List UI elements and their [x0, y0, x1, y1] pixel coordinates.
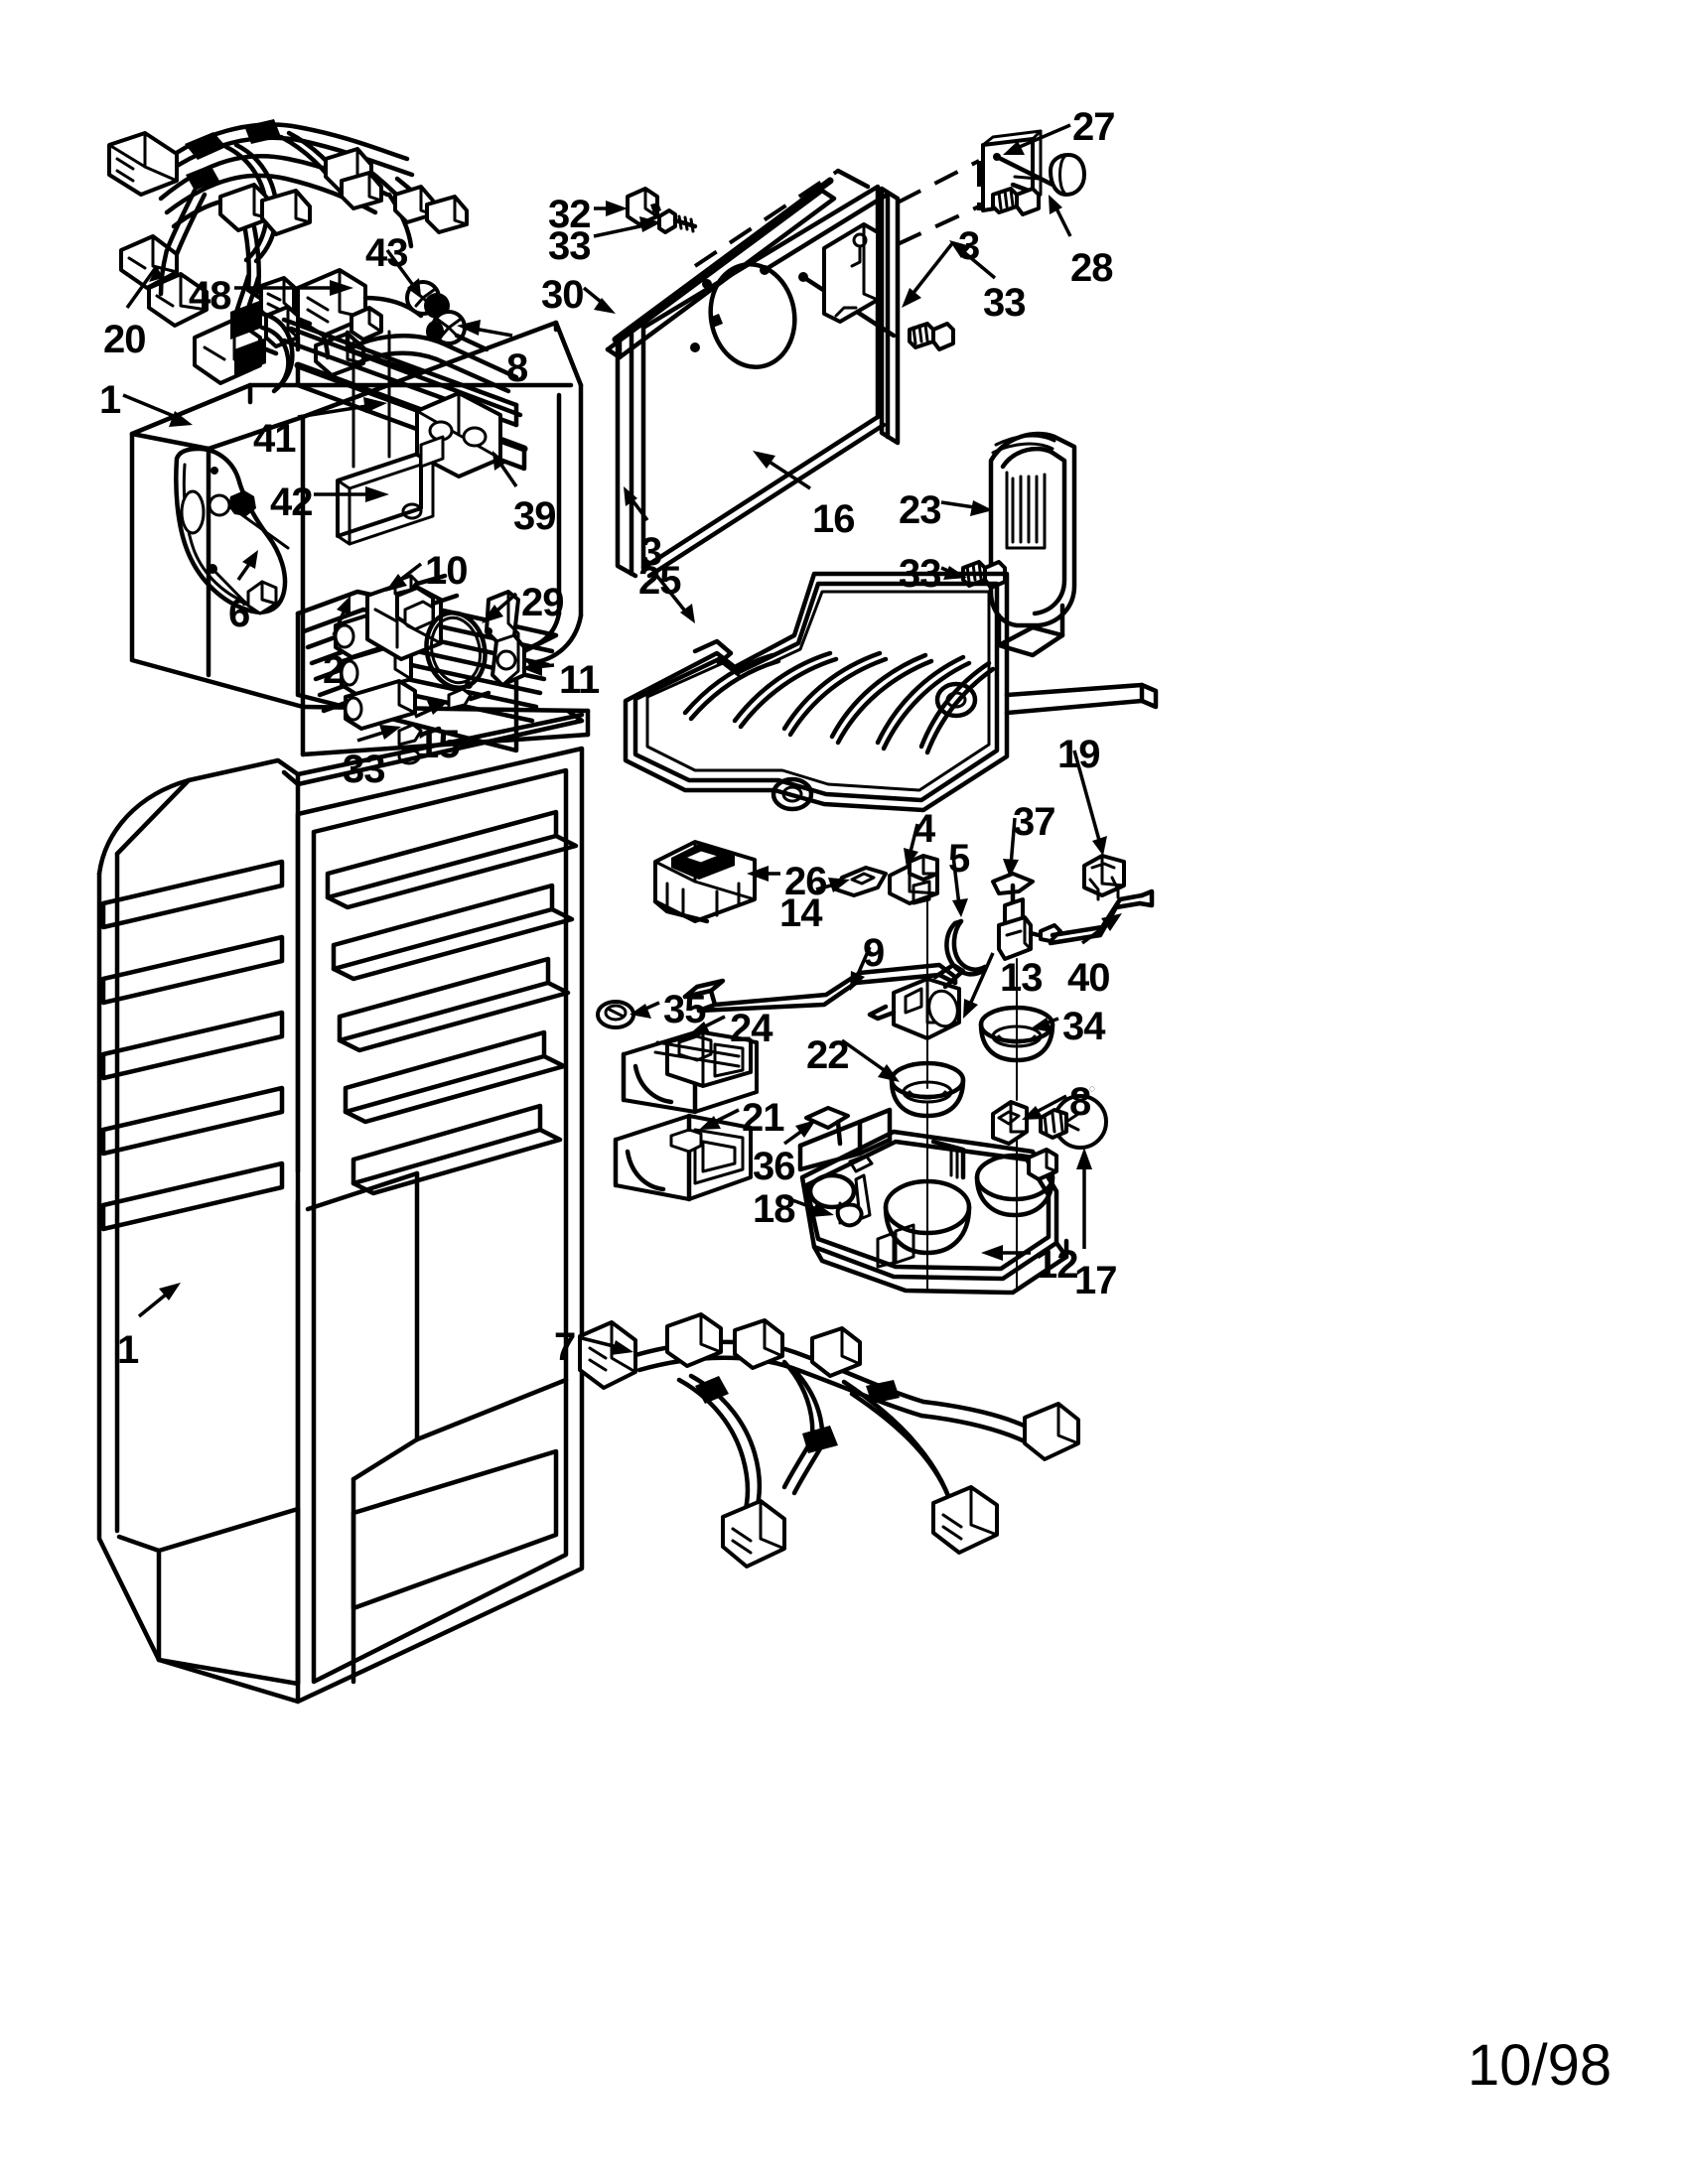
callout-25: 25 — [638, 559, 681, 603]
callout-23: 23 — [899, 488, 941, 532]
callout-19: 19 — [1057, 733, 1100, 776]
callout-37: 37 — [1013, 800, 1055, 844]
housing-24-art — [596, 1000, 759, 1202]
callout-35: 35 — [663, 988, 706, 1031]
callout-6: 6 — [228, 592, 250, 635]
callout-16: 16 — [812, 497, 855, 541]
callout-20: 20 — [103, 318, 146, 361]
wire-harness-lower-art — [578, 1312, 1080, 1569]
callout-2: 2 — [323, 648, 345, 692]
callout-39: 39 — [513, 494, 556, 538]
callout-33-right: 33 — [983, 281, 1026, 325]
callout-10: 10 — [425, 549, 468, 593]
callout-14: 14 — [779, 891, 822, 935]
callout-36: 36 — [753, 1145, 795, 1188]
callout-48: 48 — [189, 274, 231, 318]
callout-30: 30 — [541, 273, 584, 317]
callout-21: 21 — [742, 1096, 784, 1140]
hinge-plate-27-art — [897, 129, 1086, 351]
callout-8-top: 8 — [506, 346, 528, 390]
cabinet-liner-upper-art — [129, 320, 591, 757]
callout-17: 17 — [1074, 1259, 1117, 1302]
rear-panel-16-art — [615, 184, 901, 579]
callout-3-lower: 3 — [640, 530, 662, 574]
callout-4: 4 — [913, 807, 935, 851]
callout-43: 43 — [365, 231, 408, 275]
callout-28: 28 — [1070, 246, 1113, 290]
callout-9: 9 — [863, 931, 885, 975]
callout-24: 24 — [730, 1007, 772, 1050]
callout-32: 32 — [548, 193, 591, 236]
callout-27: 27 — [1072, 105, 1115, 149]
callout-12: 12 — [1036, 1243, 1078, 1287]
callout-33-top: 33 — [548, 224, 591, 268]
date-stamp: 10/98 — [1468, 2033, 1613, 2098]
callout-26: 26 — [784, 860, 827, 903]
callout-11: 11 — [559, 658, 600, 702]
callout-29: 29 — [521, 581, 564, 624]
callout-33-lower-left: 33 — [343, 748, 385, 791]
cover-23-art — [961, 431, 1077, 658]
control-deck-art — [295, 391, 559, 765]
leader-lines — [122, 123, 1122, 1355]
relay-26-art — [652, 840, 888, 924]
callout-7: 7 — [554, 1325, 576, 1369]
callout-13: 13 — [1000, 956, 1043, 1000]
callout-1-top: 1 — [99, 378, 121, 422]
callout-22: 22 — [806, 1033, 849, 1077]
callout-33-cover: 33 — [899, 552, 941, 596]
callout-5: 5 — [948, 837, 970, 881]
base-pan-12-art — [797, 1094, 1108, 1296]
small-parts-art — [867, 854, 1155, 1292]
callout-8-bottom: 8 — [1069, 1080, 1091, 1124]
callout-42: 42 — [270, 480, 313, 524]
callout-3-top: 3 — [958, 224, 980, 268]
callout-1-bottom: 1 — [117, 1328, 139, 1372]
drain-pan-25-art — [623, 571, 1159, 1092]
callout-15: 15 — [417, 723, 460, 766]
callout-40: 40 — [1067, 956, 1110, 1000]
cap-32-art — [626, 187, 698, 234]
callout-34: 34 — [1062, 1005, 1105, 1048]
callout-18: 18 — [753, 1187, 795, 1231]
cabinet-lower-art — [96, 708, 585, 1705]
callout-41: 41 — [253, 417, 296, 461]
